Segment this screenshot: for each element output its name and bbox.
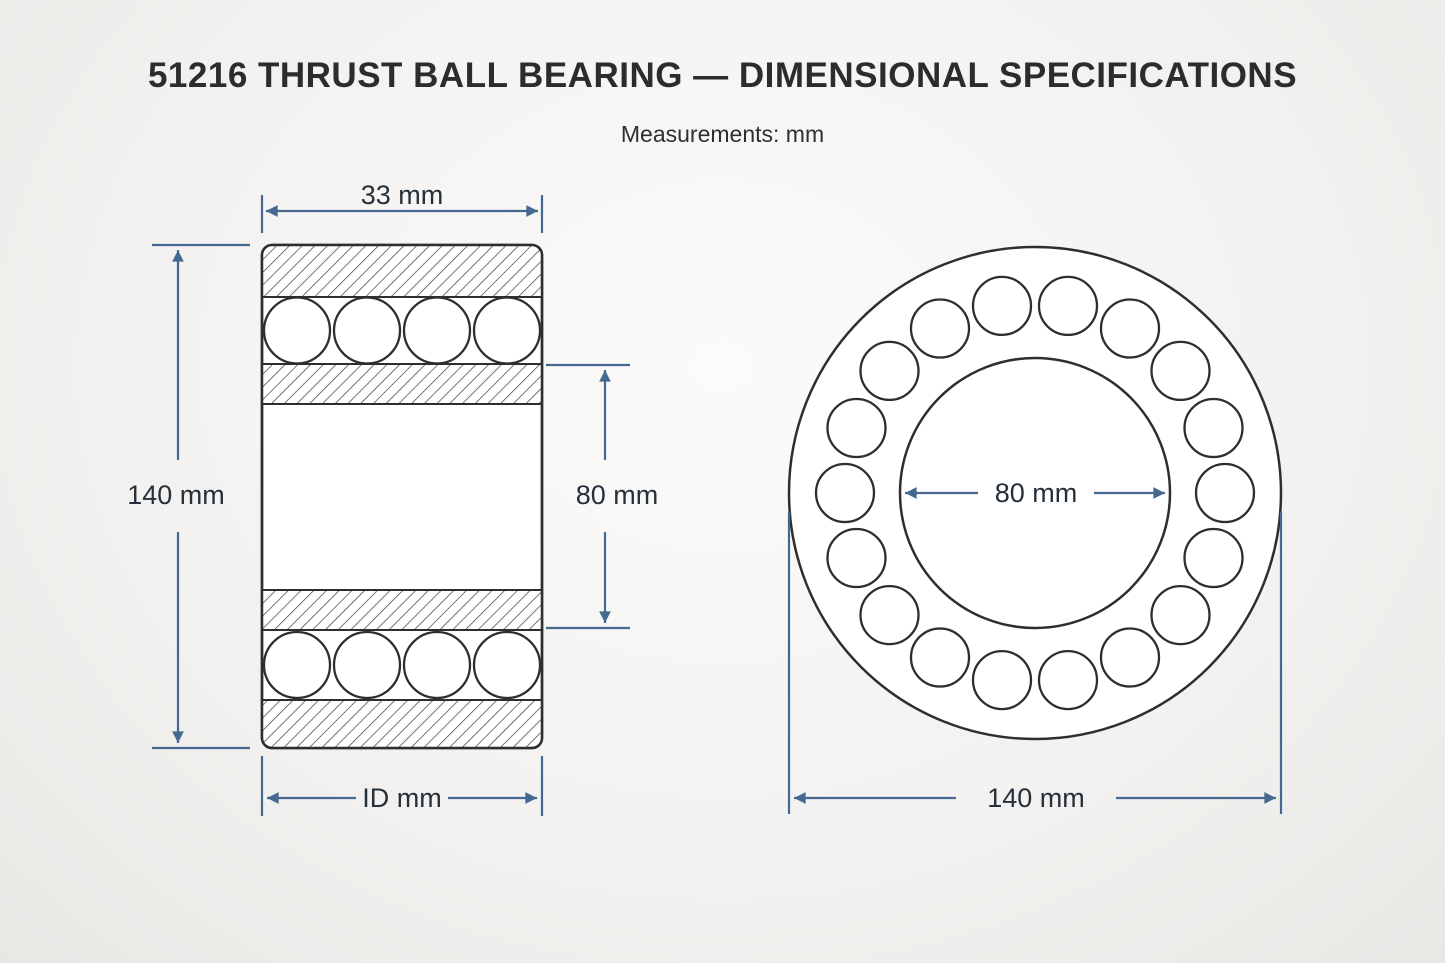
bearing-ball	[402, 296, 472, 365]
bearing-ball	[1194, 462, 1256, 524]
bore-circle	[898, 356, 1172, 630]
bearing-ball	[1183, 397, 1244, 459]
bearing-ball	[826, 527, 887, 589]
bearing-ball	[971, 275, 1033, 337]
bearing-ball	[1150, 340, 1211, 402]
bearing-ball	[1099, 298, 1161, 359]
bearing-ball	[1150, 584, 1211, 646]
height-dimension-label: 140 mm	[127, 480, 225, 510]
id-extension-lines	[260, 756, 544, 816]
units-subtitle: Measurements: mm	[620, 121, 825, 147]
bearing-ball	[859, 340, 920, 402]
bearing-ball	[472, 296, 542, 365]
hatched-races	[262, 245, 542, 748]
dimension-inner-diameter: ID mm	[260, 756, 544, 816]
side-view	[260, 243, 544, 750]
front-view-balls	[814, 275, 1256, 711]
bearing-ball	[262, 630, 332, 700]
bearing-ball	[1037, 275, 1099, 337]
bearing-ball	[814, 462, 876, 524]
width-dimension-label: 33 mm	[361, 180, 444, 210]
top-outer-race-hatch	[262, 245, 542, 298]
dimension-inner-height: 80 mm	[546, 363, 659, 630]
bearing-ball	[262, 296, 332, 365]
bearing-ball	[332, 296, 402, 365]
dimension-bore: 80 mm	[905, 478, 1165, 508]
inner-height-dimension-label: 80 mm	[576, 480, 659, 510]
bearing-ball	[402, 630, 472, 700]
bearing-ball	[826, 397, 887, 459]
bearing-ball	[909, 298, 971, 359]
bearing-ball	[1099, 627, 1161, 688]
dimension-height: 140 mm	[127, 243, 250, 750]
inner-height-extension-lines	[546, 363, 630, 630]
bearing-body-outline-top	[260, 243, 544, 750]
dimension-outer-diameter: 140 mm	[787, 512, 1283, 814]
bore-dimension-label: 80 mm	[995, 478, 1078, 508]
bearing-ball	[971, 649, 1033, 711]
bearing-ball	[472, 630, 542, 700]
bearing-ball	[332, 630, 402, 700]
od-extension-lines	[787, 512, 1283, 814]
id-dimension-label: ID mm	[362, 783, 441, 813]
bearing-ball	[909, 627, 971, 688]
bearing-ball	[1037, 649, 1099, 711]
od-dimension-label: 140 mm	[987, 783, 1085, 813]
page-title: 51216 THRUST BALL BEARING — DIMENSIONAL …	[147, 56, 1298, 95]
bottom-inner-race-hatch	[262, 589, 542, 631]
bearing-ball	[1183, 527, 1244, 589]
width-extension-lines	[260, 195, 544, 233]
height-extension-lines	[152, 243, 250, 750]
bearing-ball	[859, 584, 920, 646]
dimension-width: 33 mm	[260, 180, 544, 233]
top-inner-race-hatch	[262, 363, 542, 405]
bottom-outer-race-hatch	[262, 699, 542, 748]
side-view-balls	[262, 296, 542, 700]
front-view	[787, 245, 1283, 741]
